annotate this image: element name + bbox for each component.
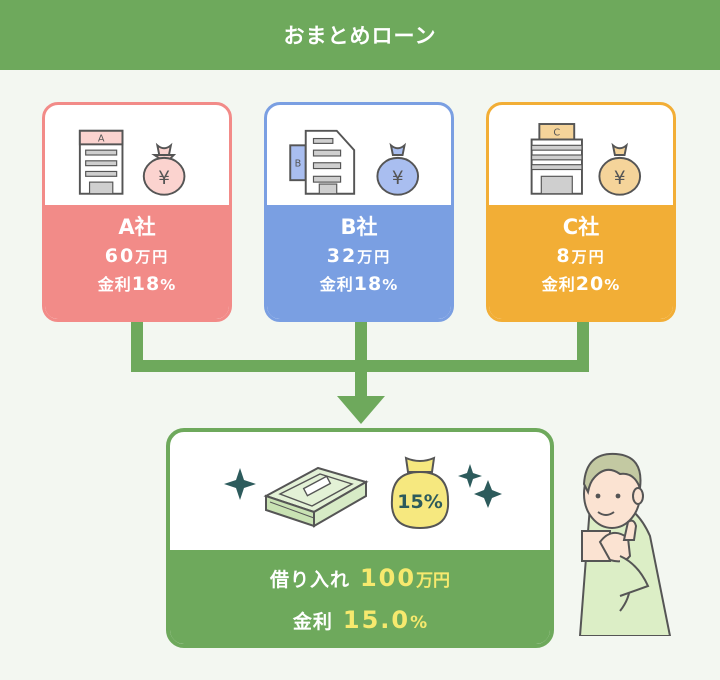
office-building-icon: B [289, 129, 356, 195]
money-bag-icon: ¥ [598, 142, 642, 196]
loan-amount: 8万円 [556, 245, 606, 267]
building-label: A [98, 133, 105, 144]
sparkle-icon [458, 464, 482, 488]
result-illustration: 15% [224, 456, 502, 530]
sparkle-icon [474, 480, 502, 508]
building-label: B [295, 159, 302, 170]
lender-a-illustration: A ¥ [78, 129, 186, 196]
lender-card-a: A ¥ A社 60万円 金利18% [42, 102, 232, 322]
title-banner: おまとめローン [0, 0, 720, 70]
lender-card-b: B ¥ B社 32万円 金利18% [264, 102, 454, 322]
lender-b-illustration: B ¥ [289, 129, 420, 196]
cash-stack-icon [263, 466, 369, 528]
lender-name: B社 [340, 215, 378, 239]
lender-name: A社 [118, 215, 156, 239]
money-bag-icon: 15% [390, 456, 450, 530]
office-building-icon: A [78, 129, 124, 195]
lender-card-c: C ¥ C社 8万円 金利20% [486, 102, 676, 322]
bag-rate-label: 15% [397, 491, 442, 513]
down-arrow-icon [337, 396, 385, 424]
building-label: C [553, 128, 560, 139]
office-building-icon: C [530, 123, 583, 195]
loan-amount: 60万円 [104, 245, 170, 267]
svg-text:¥: ¥ [158, 168, 170, 189]
interest-rate: 金利18% [319, 273, 399, 295]
svg-text:¥: ¥ [614, 168, 626, 189]
money-bag-icon: ¥ [142, 142, 186, 196]
sparkle-icon [224, 468, 256, 500]
lender-c-illustration: C ¥ [530, 123, 642, 196]
thumbs-up-person-icon [578, 452, 672, 636]
money-bag-icon: ¥ [376, 142, 420, 196]
lender-name: C社 [562, 215, 600, 239]
interest-rate: 金利18% [97, 273, 177, 295]
loan-amount: 32万円 [326, 245, 392, 267]
page-title: おまとめローン [283, 24, 437, 48]
svg-text:¥: ¥ [392, 168, 404, 189]
interest-rate: 金利20% [541, 273, 621, 295]
